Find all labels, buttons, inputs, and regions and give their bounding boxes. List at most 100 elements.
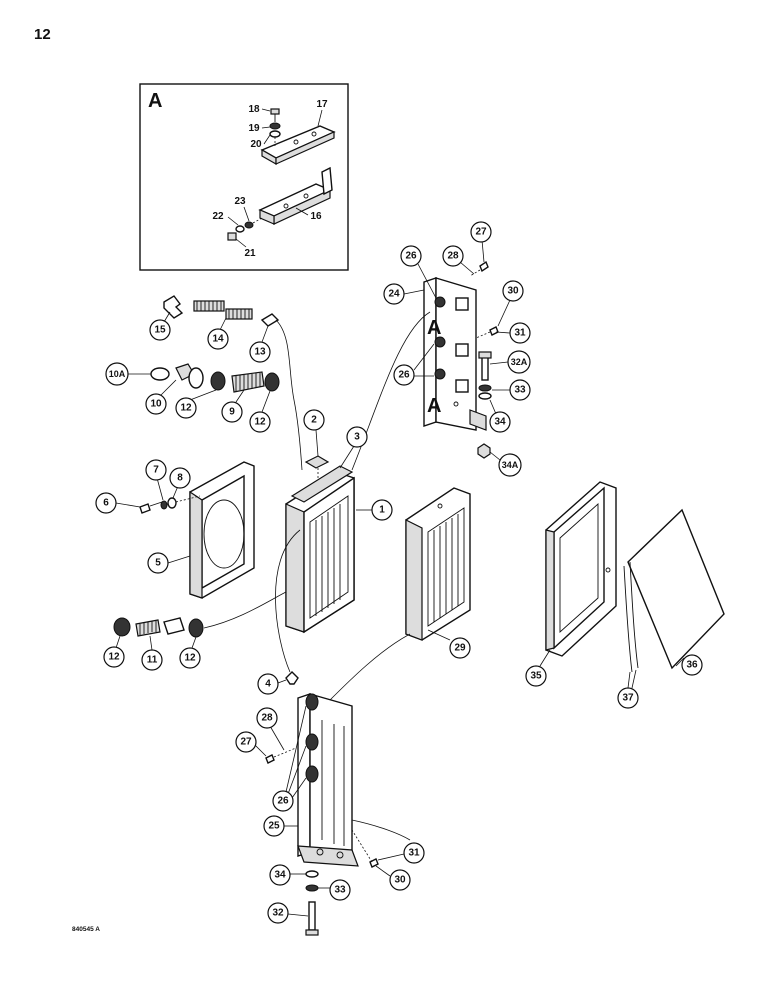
svg-text:12: 12 [254, 417, 266, 428]
screen-frame-35 [545, 481, 617, 657]
svg-text:30: 30 [394, 875, 406, 886]
bracket-24 [351, 277, 487, 471]
plate-upper [260, 125, 336, 166]
cap-2 [304, 455, 330, 469]
callout-12-b: 12 [249, 390, 271, 433]
callout-1: 1 [356, 499, 393, 521]
bolt-18 [269, 108, 281, 146]
callout-10a: 10A [105, 362, 151, 386]
svg-text:37: 37 [622, 693, 634, 704]
svg-text:24: 24 [388, 289, 400, 300]
callout-5: 5 [147, 552, 191, 574]
gasket-10a [150, 367, 170, 381]
svg-text:1: 1 [379, 505, 385, 516]
screen-36 [627, 508, 725, 670]
svg-text:26: 26 [398, 370, 410, 381]
callout-32: 32 [267, 902, 309, 924]
svg-text:30: 30 [507, 286, 519, 297]
svg-text:3: 3 [354, 432, 360, 443]
svg-text:25: 25 [268, 821, 280, 832]
svg-text:8: 8 [177, 473, 183, 484]
hose-spring-14 [193, 300, 253, 320]
svg-text:14: 14 [212, 334, 224, 345]
callout-32a: 32A [489, 350, 531, 374]
svg-text:32: 32 [272, 908, 284, 919]
svg-text:32A: 32A [511, 357, 528, 367]
callout-15: 15 [149, 311, 171, 341]
callout-8: 8 [169, 467, 191, 499]
callout-27-b: 27 [235, 731, 267, 757]
svg-text:7: 7 [153, 465, 159, 476]
svg-text:28: 28 [447, 251, 459, 262]
callout-22: 22 [212, 211, 224, 222]
seal-37 [623, 561, 639, 673]
lower-hose-assembly [113, 591, 287, 638]
callout-26-b: 26 [393, 343, 435, 386]
radiator-1 [285, 455, 355, 634]
svg-text:31: 31 [408, 848, 420, 859]
svg-text:2: 2 [311, 415, 317, 426]
svg-text:6: 6 [103, 498, 109, 509]
callout-30-b: 30 [375, 865, 411, 891]
svg-text:27: 27 [240, 737, 252, 748]
callout-21: 21 [244, 248, 256, 259]
fitting-13 [260, 313, 280, 327]
callout-31-a: 31 [495, 322, 531, 344]
callout-26-a: 26 [400, 245, 437, 299]
callout-9: 9 [221, 389, 245, 423]
callout-3: 3 [339, 426, 368, 469]
svg-text:13: 13 [254, 347, 266, 358]
callout-16: 16 [310, 211, 322, 222]
callout-28-a: 28 [442, 245, 475, 275]
callout-11: 11 [141, 635, 163, 671]
callout-34-b: 34 [269, 864, 306, 886]
svg-text:9: 9 [229, 407, 235, 418]
callout-33-a: 33 [492, 379, 531, 401]
page-number: 12 [34, 26, 51, 43]
svg-text:15: 15 [154, 325, 166, 336]
callout-28-b: 28 [256, 707, 285, 751]
svg-text:34A: 34A [502, 460, 519, 470]
bolt-21 [227, 217, 263, 241]
bracket-25 [297, 693, 359, 867]
svg-text:28: 28 [261, 713, 273, 724]
svg-text:26: 26 [277, 796, 289, 807]
callout-12-c: 12 [103, 635, 125, 668]
elbow-15 [163, 295, 184, 319]
bracket-24-hardware [469, 260, 499, 459]
clamp-12-b [264, 372, 280, 392]
view-marker-a-1: A [427, 317, 441, 339]
svg-text:10A: 10A [109, 369, 126, 379]
bolt-6-set [139, 495, 201, 514]
svg-text:12: 12 [108, 652, 120, 663]
callout-24: 24 [383, 283, 425, 305]
callout-7: 7 [145, 459, 167, 501]
fan-shroud-5 [189, 461, 255, 599]
svg-text:12: 12 [180, 403, 192, 414]
svg-text:12: 12 [184, 653, 196, 664]
svg-text:5: 5 [155, 558, 161, 569]
callout-14: 14 [207, 317, 229, 350]
callout-35: 35 [525, 649, 551, 687]
callout-27-a: 27 [470, 221, 492, 263]
callout-20: 20 [250, 139, 262, 150]
figure-code: 840545 A [72, 926, 100, 933]
callout-10: 10 [145, 379, 177, 415]
inset-view-label: A [148, 90, 162, 112]
callout-19: 19 [248, 123, 260, 134]
callout-12-d: 12 [179, 636, 201, 669]
callout-26-c: 26 [272, 705, 307, 812]
inset-frame [139, 83, 349, 271]
clamp-12-c [113, 617, 131, 637]
callout-23: 23 [234, 196, 246, 207]
callout-25: 25 [263, 815, 298, 837]
inset-detail-a: A [139, 83, 349, 271]
svg-text:29: 29 [454, 643, 466, 654]
callout-36: 36 [675, 654, 703, 676]
svg-text:11: 11 [147, 655, 158, 666]
callout-34a: 34A [489, 451, 522, 477]
svg-text:26: 26 [405, 251, 417, 262]
clamp-12-d [188, 618, 204, 638]
callout-17: 17 [316, 99, 328, 110]
